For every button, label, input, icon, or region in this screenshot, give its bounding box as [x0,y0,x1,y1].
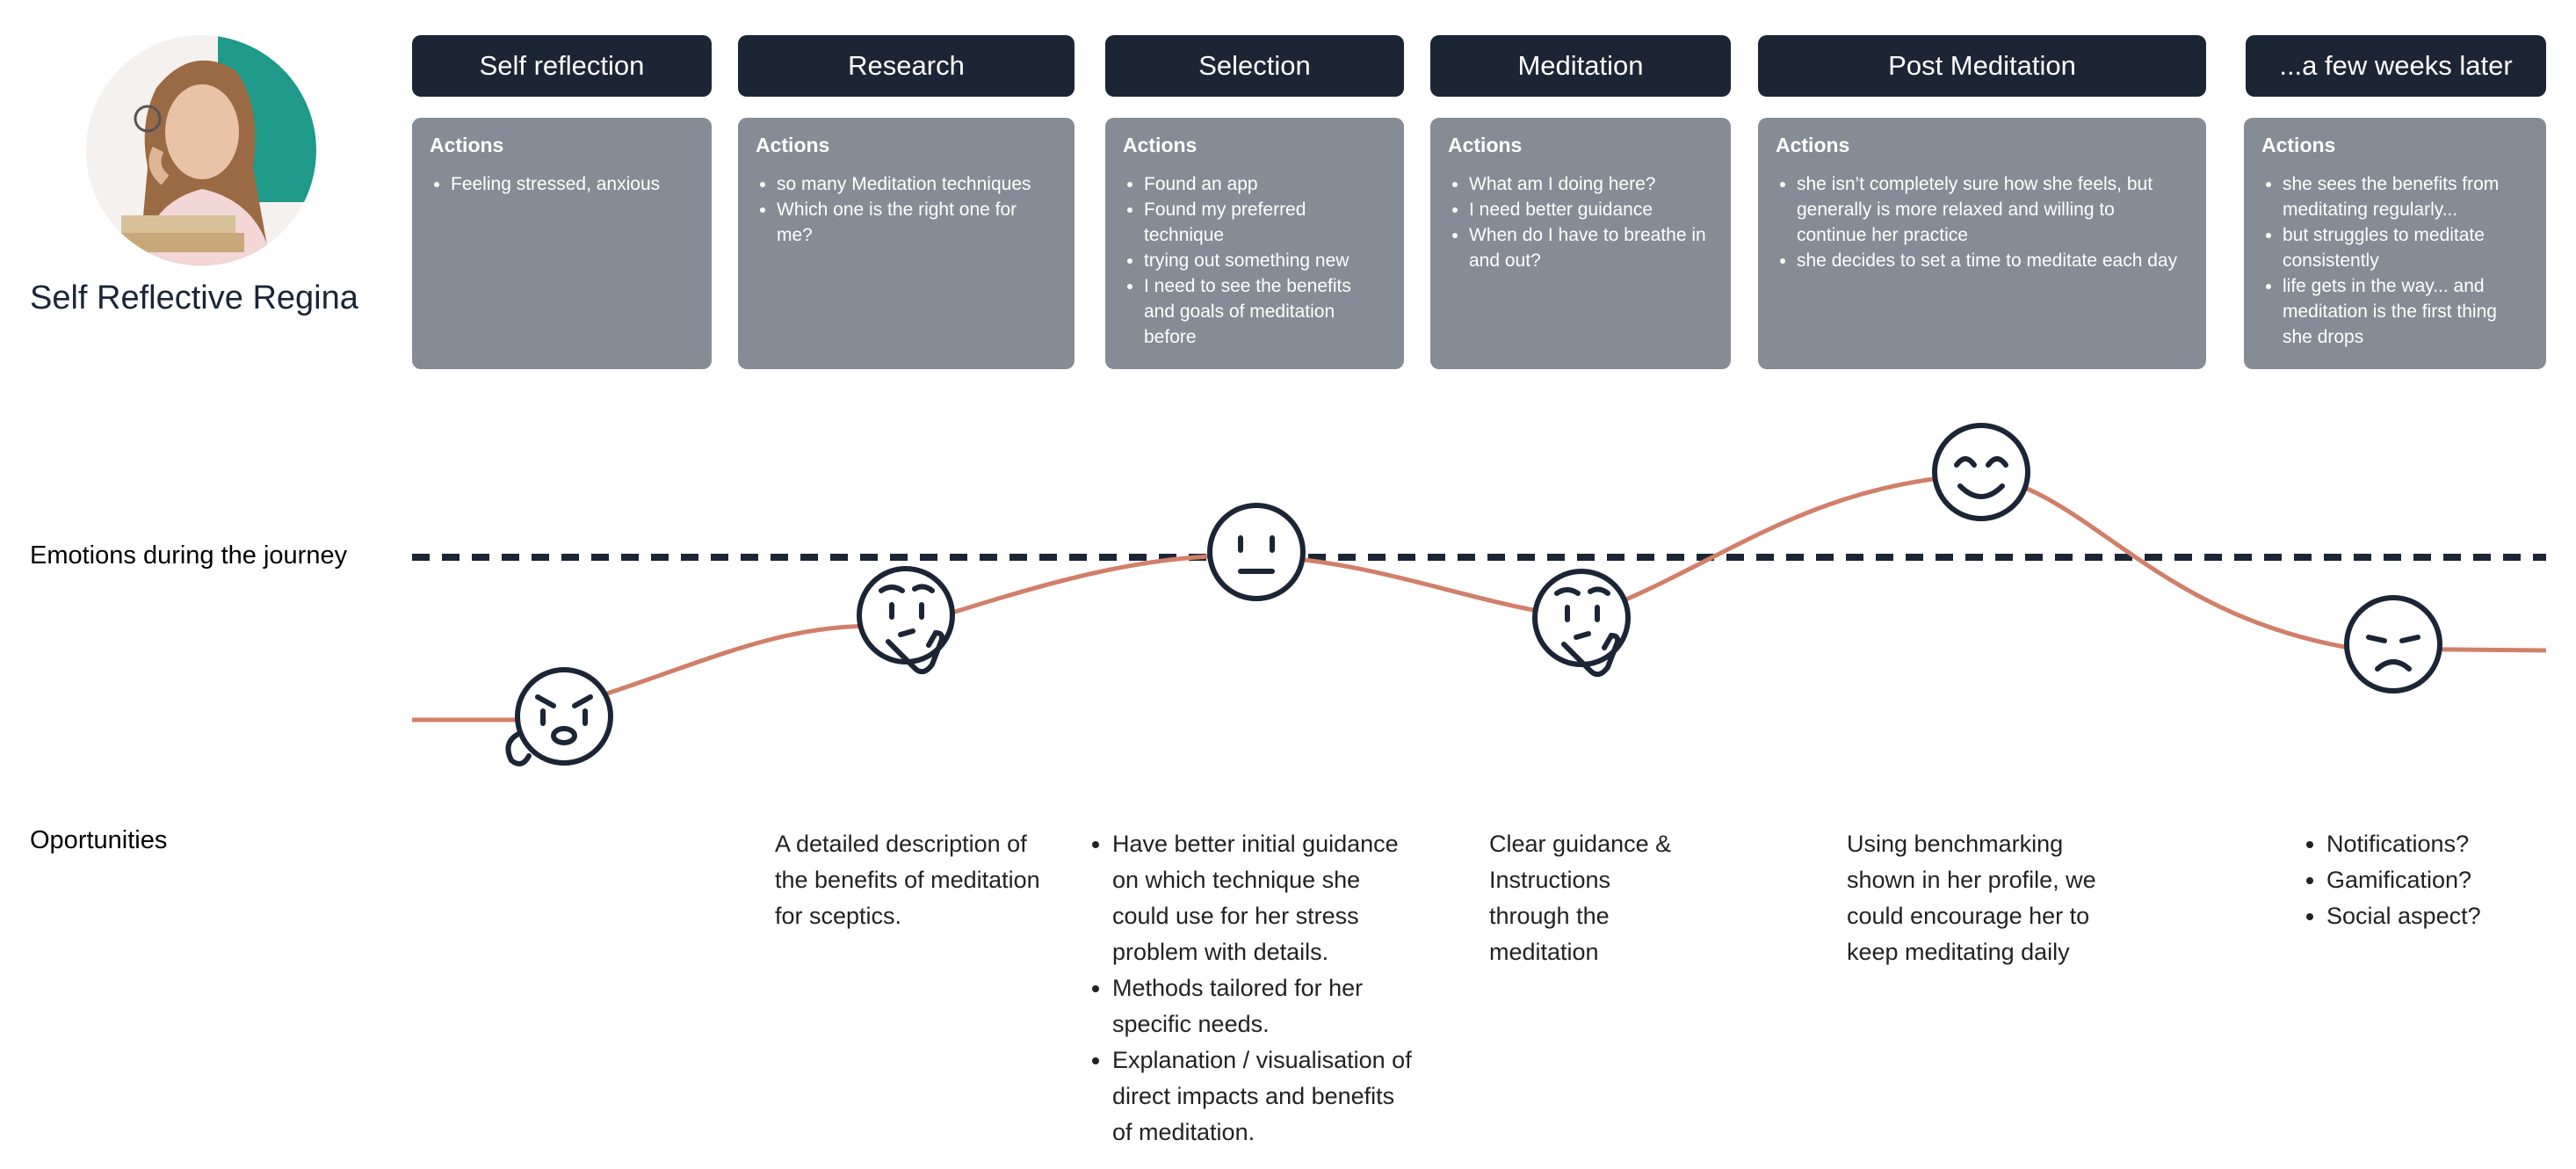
action-item: she isn’t completely sure how she feels,… [1797,171,2189,248]
opportunity-later: Notifications? Gamification? Social aspe… [2304,826,2532,934]
stage-header-post-meditation: Post Meditation [1758,35,2206,97]
sad-face-icon [2344,595,2442,693]
thinking-face-icon [857,566,955,675]
stage-header-research: Research [738,35,1075,97]
actions-card-post-meditation: Actions she isn’t completely sure how sh… [1758,118,2206,369]
action-item: When do I have to breathe in and out? [1469,222,1713,273]
actions-title: Actions [1776,134,1850,156]
action-item: I need to see the benefits and goals of … [1144,273,1386,350]
action-item: but struggles to meditate consistently [2283,222,2529,273]
actions-title: Actions [1123,134,1198,156]
action-item: Found an app [1144,171,1386,197]
action-item: she sees the benefits from meditating re… [2283,171,2529,222]
actions-title: Actions [2261,134,2336,156]
stage-header-meditation: Meditation [1430,35,1731,97]
opportunity-item: Have better initial guidance on which te… [1112,826,1415,970]
actions-card-research: Actions so many Meditation techniques Wh… [738,118,1075,369]
action-item: What am I doing here? [1469,171,1713,197]
actions-card-meditation: Actions What am I doing here? I need bet… [1430,118,1731,369]
actions-title: Actions [1448,134,1523,156]
actions-title: Actions [756,134,830,156]
emotion-curve [412,472,2547,722]
action-item: trying out something new [1144,248,1386,273]
stage-header-few-weeks-later: ...a few weeks later [2246,35,2546,97]
action-item: I need better guidance [1469,197,1713,222]
action-item: so many Meditation techniques [777,171,1057,197]
opportunity-item: Gamification? [2326,862,2532,898]
anxious-face-icon [505,667,613,766]
action-item: Which one is the right one for me? [777,197,1057,248]
opportunity-item: Notifications? [2326,826,2532,862]
stage-header-selection: Selection [1105,35,1404,97]
opportunity-item: Social aspect? [2326,898,2532,934]
opportunity-item: Explanation / visualisation of direct im… [1112,1042,1415,1151]
opportunity-item: Methods tailored for her specific needs. [1112,970,1415,1042]
action-item: Found my preferred technique [1144,197,1386,248]
opportunities-label: Oportunities [30,826,168,854]
actions-card-self-reflection: Actions Feeling stressed, anxious [412,118,712,369]
emotions-label: Emotions during the journey [30,541,348,570]
actions-card-few-weeks-later: Actions she sees the benefits from medit… [2244,118,2546,369]
thinking-face-icon [1532,569,1631,678]
actions-card-selection: Actions Found an app Found my preferred … [1105,118,1404,369]
smiling-face-icon [1932,423,2030,521]
actions-title: Actions [430,134,504,156]
opportunity-meditation: Clear guidance & Instructions through th… [1489,831,1672,965]
action-item: she decides to set a time to meditate ea… [1797,248,2189,273]
persona-name: Self Reflective Regina [30,280,358,316]
stage-header-self-reflection: Self reflection [412,35,712,97]
opportunity-research: A detailed description of the benefits o… [775,831,1040,929]
opportunity-post-meditation: Using benchmarking shown in her profile,… [1847,831,2096,965]
action-item: life gets in the way... and meditation i… [2283,273,2529,350]
opportunity-selection: Have better initial guidance on which te… [1089,826,1415,1151]
action-item: Feeling stressed, anxious [451,171,694,197]
neutral-face-icon [1207,503,1306,601]
